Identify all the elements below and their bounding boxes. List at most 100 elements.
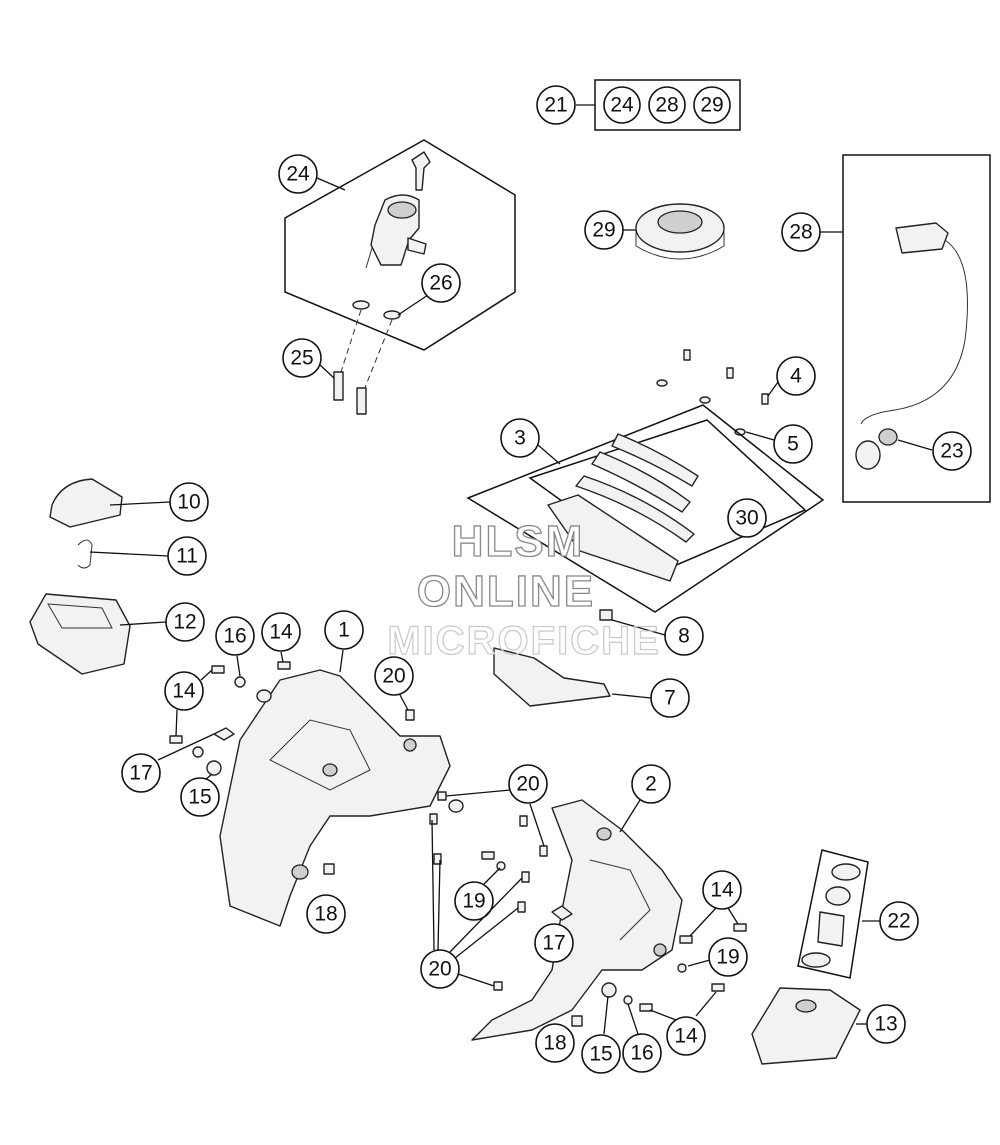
cover-10 — [49, 478, 123, 528]
ignition-key — [411, 151, 431, 191]
callout-8[interactable]: 8 — [664, 616, 704, 656]
callout-1[interactable]: 1 — [324, 610, 364, 650]
callout-17-left[interactable]: 17 — [121, 753, 161, 793]
protective-film-3 — [575, 475, 695, 543]
callout-21[interactable]: 21 — [536, 85, 576, 125]
svg-text:2: 2 — [645, 773, 657, 796]
callout-30[interactable]: 30 — [727, 498, 767, 538]
svg-text:14: 14 — [674, 1025, 698, 1048]
callout-14-top[interactable]: 14 — [261, 612, 301, 652]
callout-16-left[interactable]: 16 — [215, 616, 255, 656]
grommet-1 — [656, 379, 668, 387]
svg-text:18: 18 — [314, 903, 337, 926]
lock-bracket — [407, 237, 427, 255]
callout-11[interactable]: 11 — [167, 536, 207, 576]
callout-15-left[interactable]: 15 — [180, 777, 220, 817]
callout-12[interactable]: 12 — [165, 602, 205, 642]
callout-10[interactable]: 10 — [169, 482, 209, 522]
svg-text:13: 13 — [874, 1013, 897, 1036]
svg-text:15: 15 — [589, 1043, 612, 1066]
washer-left — [352, 300, 370, 310]
svg-text:5: 5 — [787, 433, 799, 456]
kit-item-24[interactable]: 24 — [603, 86, 641, 124]
socket-body — [855, 440, 881, 470]
svg-text:17: 17 — [129, 762, 152, 785]
svg-text:17: 17 — [542, 932, 565, 955]
grommet-2 — [699, 396, 711, 404]
callout-23[interactable]: 23 — [932, 431, 972, 471]
lock-cylinder — [387, 201, 417, 219]
ignition-lock-group: 24 26 25 — [278, 139, 516, 415]
callout-29[interactable]: 29 — [584, 210, 624, 250]
svg-text:28: 28 — [789, 221, 812, 244]
svg-text:16: 16 — [223, 625, 246, 648]
svg-text:24: 24 — [286, 163, 310, 186]
callout-7[interactable]: 7 — [650, 678, 690, 718]
callout-15-right[interactable]: 15 — [581, 1034, 621, 1074]
protective-film-1 — [611, 433, 699, 487]
callout-16-right[interactable]: 16 — [622, 1033, 662, 1073]
callout-24[interactable]: 24 — [278, 154, 318, 194]
svg-text:14: 14 — [172, 680, 196, 703]
callout-14-bottom[interactable]: 14 — [666, 1016, 706, 1056]
svg-text:21: 21 — [544, 94, 567, 117]
bolt-25-left — [333, 371, 344, 401]
screw-top-3 — [761, 393, 769, 405]
svg-text:19: 19 — [716, 946, 739, 969]
nut-8 — [599, 609, 613, 621]
cover-7-group: 7 8 — [493, 609, 704, 718]
callout-5[interactable]: 5 — [773, 424, 813, 464]
clip-11 — [77, 539, 93, 569]
svg-text:25: 25 — [290, 347, 313, 370]
callout-14-right[interactable]: 14 — [702, 870, 742, 910]
kit-item-28[interactable]: 28 — [648, 86, 686, 124]
left-parts-group: 10 11 12 — [29, 478, 209, 675]
callout-3[interactable]: 3 — [500, 418, 540, 458]
svg-text:15: 15 — [188, 786, 211, 809]
callout-25[interactable]: 25 — [282, 338, 322, 378]
socket-kit-frame — [842, 154, 991, 503]
clip-18-left — [323, 863, 335, 875]
callout-26[interactable]: 26 — [421, 263, 461, 303]
svg-text:29: 29 — [592, 219, 615, 242]
callout-14-left[interactable]: 14 — [164, 671, 204, 711]
svg-text:7: 7 — [664, 687, 676, 710]
clip-18-right — [571, 1015, 583, 1027]
svg-text:20: 20 — [382, 665, 405, 688]
watermark: HLSM ONLINE MICROFICHE — [387, 516, 660, 663]
svg-text:10: 10 — [177, 491, 200, 514]
cover-7 — [493, 647, 611, 707]
socket-kit-22-frame — [797, 849, 869, 979]
callout-20-bottom[interactable]: 20 — [420, 949, 460, 989]
kit-item-29[interactable]: 29 — [693, 86, 731, 124]
svg-text:8: 8 — [678, 625, 690, 648]
svg-text:19: 19 — [462, 890, 485, 913]
svg-text:3: 3 — [514, 427, 526, 450]
connector-plug — [895, 222, 949, 254]
screw-top-2 — [726, 367, 734, 379]
callout-20-middle[interactable]: 20 — [508, 764, 548, 804]
svg-text:1: 1 — [338, 619, 350, 642]
callout-18-right[interactable]: 18 — [535, 1023, 575, 1063]
callout-22[interactable]: 22 — [879, 901, 919, 941]
watermark-line-1: HLSM — [452, 517, 585, 566]
svg-text:20: 20 — [428, 958, 451, 981]
callout-28[interactable]: 28 — [781, 212, 821, 252]
svg-text:28: 28 — [655, 94, 678, 117]
callout-17-right[interactable]: 17 — [534, 923, 574, 963]
callout-18-left[interactable]: 18 — [306, 894, 346, 934]
cover-13 — [751, 987, 861, 1065]
svg-text:23: 23 — [940, 440, 963, 463]
socket-cable-group: 28 23 — [781, 154, 991, 503]
callout-20-top[interactable]: 20 — [374, 656, 414, 696]
callout-2[interactable]: 2 — [631, 764, 671, 804]
callout-19-right[interactable]: 19 — [708, 937, 748, 977]
svg-text:14: 14 — [269, 621, 293, 644]
callout-13[interactable]: 13 — [866, 1004, 906, 1044]
svg-text:14: 14 — [710, 879, 734, 902]
fuel-cap-group: 29 — [584, 203, 725, 260]
callout-19-left[interactable]: 19 — [454, 881, 494, 921]
svg-text:4: 4 — [790, 365, 802, 388]
callout-4[interactable]: 4 — [776, 356, 816, 396]
